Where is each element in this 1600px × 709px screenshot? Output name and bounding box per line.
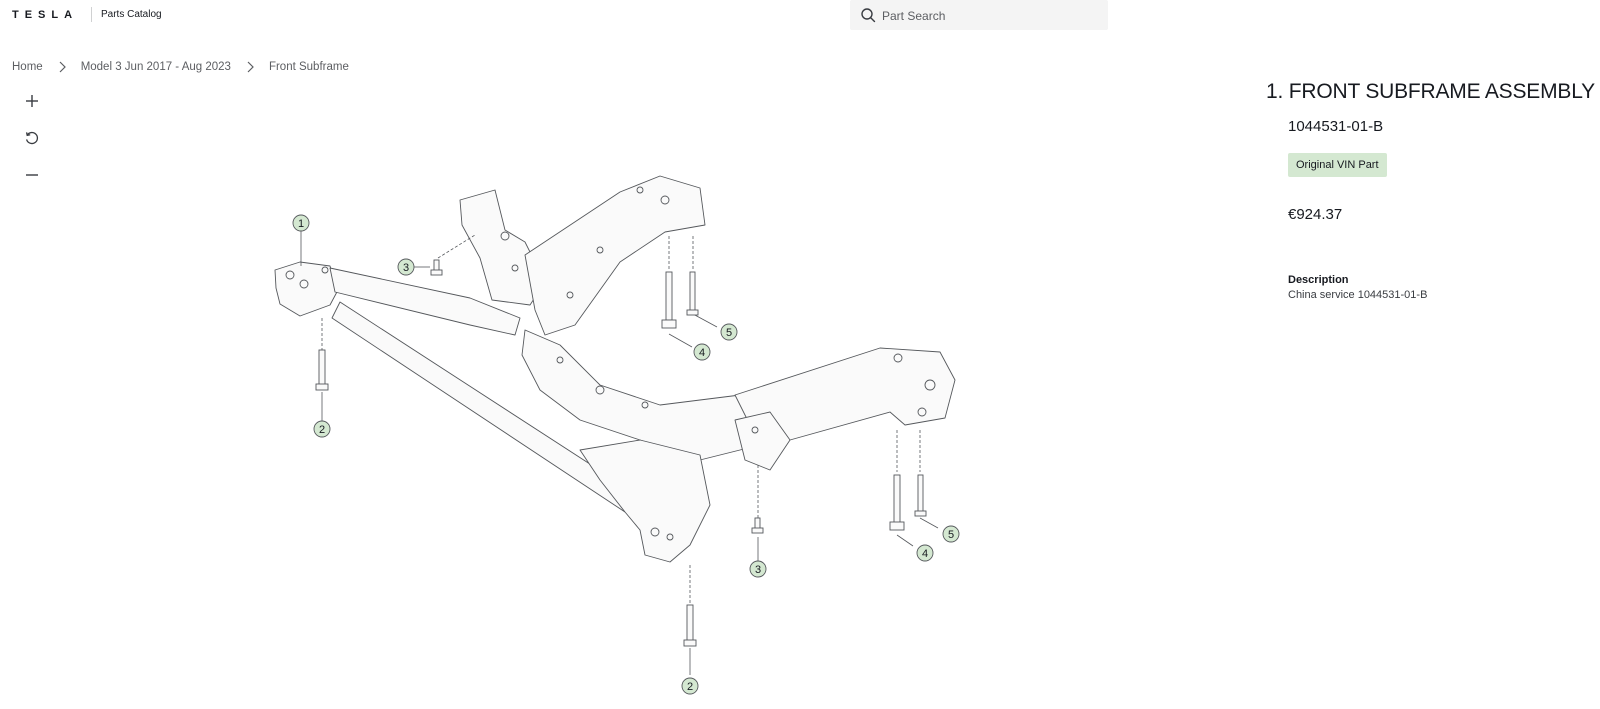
- callout-3[interactable]: 3: [397, 258, 415, 276]
- plus-icon: [26, 95, 38, 107]
- svg-text:4: 4: [699, 347, 705, 359]
- svg-text:2: 2: [319, 424, 325, 436]
- zoom-out-button[interactable]: [19, 162, 45, 188]
- callout-4[interactable]: 4: [693, 343, 711, 361]
- svg-text:5: 5: [726, 327, 732, 339]
- callout-2-lower[interactable]: 2: [681, 677, 699, 695]
- callout-2[interactable]: 2: [313, 420, 331, 438]
- callout-5[interactable]: 5: [720, 323, 738, 341]
- search-box[interactable]: [850, 0, 1108, 32]
- part-price: €924.37: [1288, 206, 1343, 223]
- header-divider: [91, 7, 92, 22]
- tesla-logo[interactable]: TESLA: [12, 9, 79, 21]
- callout-5-lower[interactable]: 5: [942, 525, 960, 543]
- description-label: Description: [1288, 274, 1349, 286]
- zoom-controls: [19, 88, 45, 199]
- subframe-drawing[interactable]: [274, 175, 956, 563]
- svg-text:2: 2: [687, 681, 693, 693]
- svg-text:5: 5: [948, 529, 954, 541]
- bolts: [315, 259, 927, 647]
- chevron-right-icon: [59, 61, 66, 73]
- callout-markers: 1 2 2 3 3 4 4 5: [292, 214, 960, 695]
- reset-view-button[interactable]: [19, 125, 45, 151]
- breadcrumb-current[interactable]: Front Subframe: [268, 61, 349, 73]
- svg-text:3: 3: [755, 564, 761, 576]
- part-number: 1044531-01-B: [1288, 118, 1384, 135]
- callout-3-lower[interactable]: 3: [749, 560, 767, 578]
- svg-text:1: 1: [298, 218, 304, 230]
- breadcrumb-model[interactable]: Model 3 Jun 2017 - Aug 2023: [80, 61, 231, 73]
- part-title: 1. FRONT SUBFRAME ASSEMBLY: [1266, 80, 1595, 103]
- parts-catalog-link[interactable]: Parts Catalog: [101, 9, 162, 20]
- breadcrumb: Home Model 3 Jun 2017 - Aug 2023 Front S…: [12, 61, 349, 73]
- header: TESLA Parts Catalog: [0, 0, 1600, 32]
- leader-lines: [300, 230, 939, 675]
- callout-4-lower[interactable]: 4: [916, 544, 934, 562]
- callout-1[interactable]: 1: [292, 214, 310, 232]
- breadcrumb-home[interactable]: Home: [12, 61, 43, 73]
- search-icon: [861, 8, 876, 23]
- svg-text:3: 3: [403, 262, 409, 274]
- description-text: China service 1044531-01-B: [1288, 289, 1428, 301]
- svg-text:4: 4: [922, 548, 928, 560]
- zoom-in-button[interactable]: [19, 88, 45, 114]
- original-vin-part-badge: Original VIN Part: [1288, 153, 1387, 177]
- part-search-input[interactable]: [880, 0, 1104, 32]
- chevron-right-icon: [247, 61, 254, 73]
- parts-diagram[interactable]: 1 2 2 3 3 4 4 5: [260, 160, 970, 709]
- reset-icon: [25, 131, 39, 145]
- minus-icon: [26, 174, 38, 176]
